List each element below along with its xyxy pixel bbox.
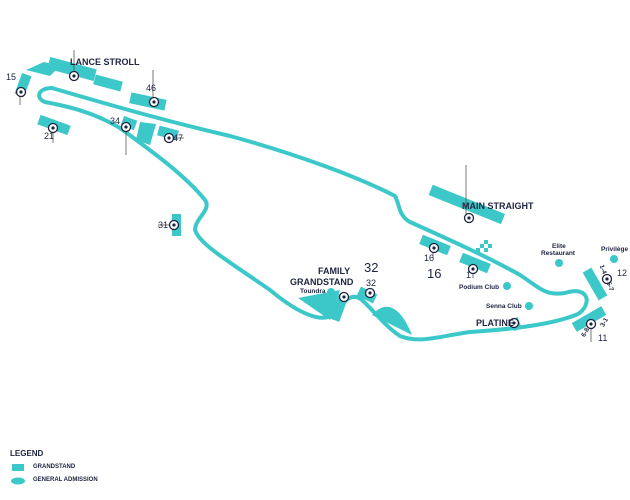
marker-1: 1 (466, 270, 472, 280)
label-family: FAMILY (318, 266, 351, 276)
legend-general-admission: GENERAL ADMISSION (33, 477, 98, 483)
marker-46: 46 (146, 83, 157, 93)
marker-47: 47 (173, 133, 184, 143)
label-senna-club: Senna Club (486, 303, 522, 310)
section-16: 16 (427, 266, 442, 281)
label-podium-club: Podium Club (459, 284, 500, 291)
label-main-straight: MAIN STRAIGHT (462, 201, 534, 211)
marker-16: 16 (424, 253, 435, 263)
label-restaurant: Restaurant (541, 250, 575, 257)
label-grandstand: GRANDSTAND (290, 277, 354, 287)
marker-32: 32 (366, 278, 377, 288)
marker-31: 31 (158, 220, 169, 230)
checkered-flag-icon (476, 240, 492, 252)
label-elite: Elite (552, 243, 566, 250)
legend-grandstand-swatch (12, 464, 24, 471)
section-32: 32 (364, 260, 379, 275)
label-toundra: Toundra (300, 288, 326, 295)
marker-34: 34 (110, 116, 121, 126)
label-platine: PLATINE (476, 318, 514, 328)
section-12: 12 (617, 268, 628, 278)
marker-15: 15 (6, 72, 17, 82)
marker-21: 21 (44, 131, 55, 141)
legend-general-admission-swatch (11, 477, 25, 485)
legend-grandstand: GRANDSTAND (33, 464, 76, 470)
label-privilege: Privilège (601, 246, 629, 253)
marker-icons (15, 70, 613, 330)
legend-title: LEGEND (10, 449, 44, 458)
track (37, 86, 589, 342)
section-11: 11 (598, 333, 608, 343)
label-lance-stroll: LANCE STROLL (70, 57, 140, 67)
